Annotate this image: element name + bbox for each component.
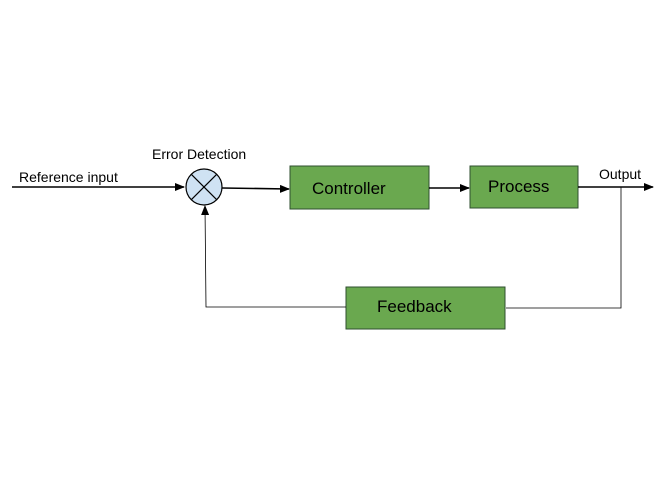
feedback-path-right xyxy=(506,187,622,309)
controller-block xyxy=(289,165,430,210)
feedback-block xyxy=(345,286,506,330)
summing-junction-cross-b xyxy=(190,173,218,201)
process-label: Process xyxy=(488,177,550,196)
process-block xyxy=(469,165,579,209)
feedback-label: Feedback xyxy=(377,297,452,316)
error-signal-arrow xyxy=(221,184,290,193)
error-detection-label: Error Detection xyxy=(152,146,247,162)
controller-label: Controller xyxy=(312,179,386,198)
reference-input-label: Reference input xyxy=(19,169,118,185)
feedback-path-left xyxy=(201,205,346,308)
output-label: Output xyxy=(599,166,642,182)
summing-junction xyxy=(185,168,223,206)
